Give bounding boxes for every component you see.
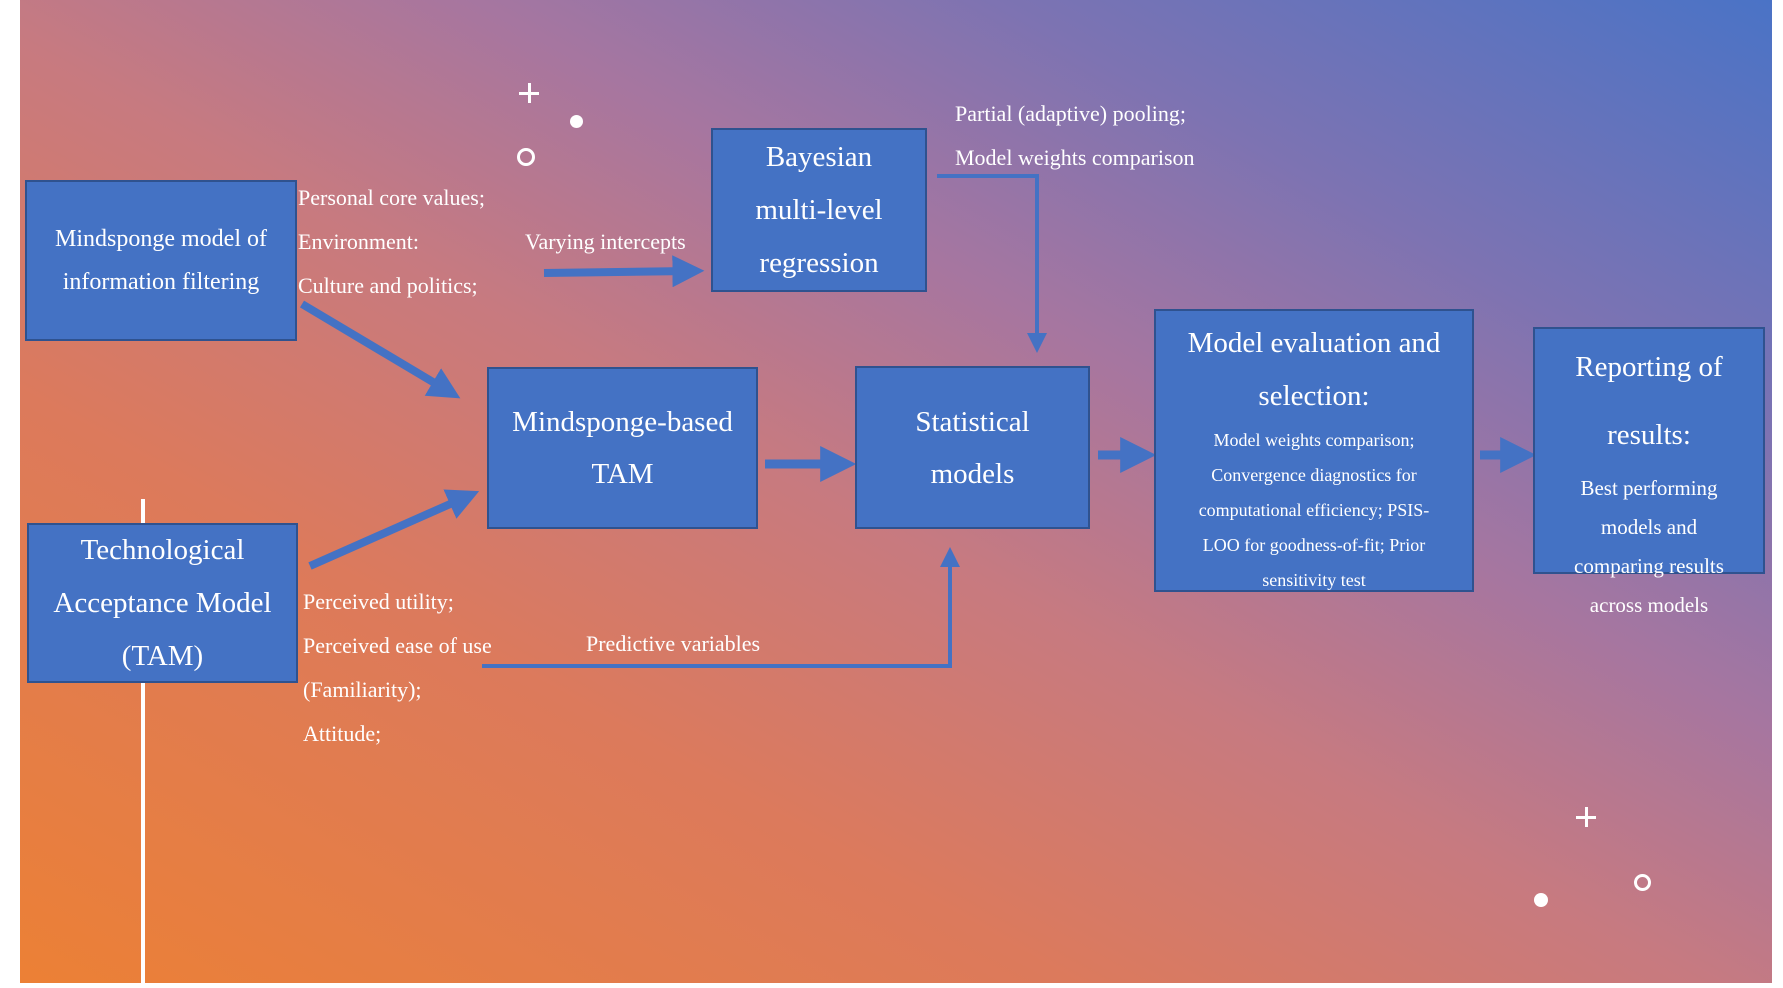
node-body-line: Best performing bbox=[1580, 476, 1718, 500]
node-mindsponge-based-tam: Mindsponge-based TAM bbox=[487, 367, 758, 529]
label-varying-intercepts: Varying intercepts bbox=[525, 229, 686, 254]
ring-icon bbox=[1634, 874, 1651, 891]
node-mindsponge-information-filtering: Mindsponge model of information filterin… bbox=[25, 180, 297, 341]
node-bayesian-multilevel-regression: Bayesian multi-level regression bbox=[711, 128, 927, 292]
factor-perceived-utility: Perceived utility; bbox=[303, 589, 454, 614]
label-mindsponge-factors: Personal core values; Environment: Cultu… bbox=[298, 176, 485, 308]
node-text-line: models bbox=[930, 457, 1015, 490]
pooling-line: Partial (adaptive) pooling; bbox=[955, 101, 1186, 126]
node-body-line: across models bbox=[1589, 593, 1709, 617]
node-title-line: results: bbox=[1607, 419, 1691, 451]
node-text-line: TAM bbox=[591, 458, 654, 490]
node-reporting-of-results: Reporting of results: Best performing mo… bbox=[1533, 327, 1765, 617]
node-technological-acceptance-model: Technological Acceptance Model (TAM) bbox=[27, 523, 298, 683]
factor-familiarity: (Familiarity); bbox=[303, 677, 422, 702]
node-text-line: Statistical bbox=[915, 405, 1030, 438]
ring-icon bbox=[517, 148, 535, 166]
vertical-divider-line bbox=[141, 499, 145, 983]
factor-attitude: Attitude; bbox=[303, 721, 382, 746]
node-text-line: Technological bbox=[80, 533, 245, 566]
factor-environment: Environment: bbox=[298, 229, 419, 254]
node-body-line: sensitivity test bbox=[1262, 570, 1366, 590]
label-tam-factors: Perceived utility; Perceived ease of use… bbox=[303, 580, 492, 756]
node-model-evaluation-selection: Model evaluation and selection: Model we… bbox=[1154, 309, 1474, 592]
node-title-line: selection: bbox=[1258, 380, 1370, 412]
node-body-line: LOO for goodness-of-fit; Prior bbox=[1202, 535, 1426, 555]
node-text-line: Mindsponge model of bbox=[55, 225, 267, 252]
node-body-line: computational efficiency; PSIS- bbox=[1198, 500, 1430, 520]
factor-culture-politics: Culture and politics; bbox=[298, 273, 478, 298]
label-pooling: Partial (adaptive) pooling; Model weight… bbox=[955, 92, 1195, 180]
factor-personal-core-values: Personal core values; bbox=[298, 185, 485, 210]
dot-icon bbox=[570, 115, 583, 128]
node-text-line: (TAM) bbox=[121, 639, 204, 672]
label-predictive-variables: Predictive variables bbox=[586, 631, 761, 656]
node-body-line: Convergence diagnostics for bbox=[1211, 465, 1417, 485]
node-text-line: Acceptance Model bbox=[53, 586, 272, 619]
plus-icon bbox=[1576, 807, 1596, 827]
node-body-line: comparing results bbox=[1574, 554, 1724, 578]
node-title-line: Reporting of bbox=[1575, 351, 1723, 383]
node-text-line: regression bbox=[759, 246, 879, 279]
node-text-line: Bayesian bbox=[765, 140, 873, 173]
node-text-line: multi-level bbox=[755, 193, 883, 226]
plus-icon bbox=[519, 83, 539, 103]
node-title-line: Model evaluation and bbox=[1187, 327, 1441, 359]
dot-icon bbox=[1534, 893, 1548, 907]
node-text-line: information filtering bbox=[62, 268, 260, 295]
node-text-line: Mindsponge-based bbox=[512, 406, 733, 438]
node-statistical-models: Statistical models bbox=[855, 366, 1090, 529]
pooling-line: Model weights comparison bbox=[955, 145, 1195, 170]
factor-perceived-ease-of-use: Perceived ease of use bbox=[303, 633, 492, 658]
node-body-line: models and bbox=[1600, 515, 1698, 539]
node-body-line: Model weights comparison; bbox=[1213, 430, 1415, 450]
